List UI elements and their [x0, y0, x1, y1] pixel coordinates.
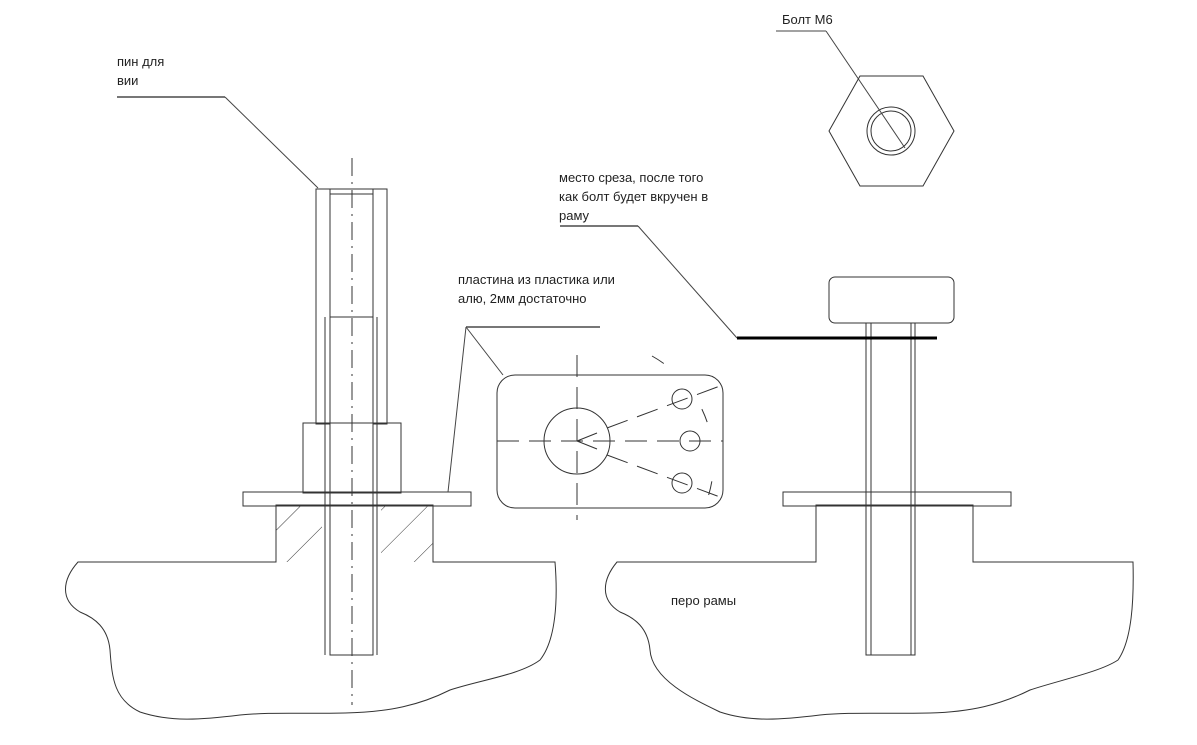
label-cut-line-2: как болт будет вкручен в	[559, 189, 709, 204]
label-bolt: Болт М6	[782, 12, 833, 27]
bolt-shank	[865, 322, 916, 656]
bolt-head	[828, 276, 955, 324]
label-cut-line-3: раму	[559, 208, 590, 223]
frame-section-right	[604, 504, 1134, 720]
bolt-thread-inner	[870, 110, 912, 152]
left-assembly	[65, 158, 557, 720]
tube-wall-left	[315, 188, 331, 425]
plate-small-hole-3	[671, 472, 693, 494]
label-cut-line-1: место среза, после того	[559, 170, 704, 185]
plate-main-hole	[543, 407, 611, 475]
frame-section-left	[65, 504, 557, 720]
bolt-hex-view	[828, 75, 955, 187]
plate-section-right	[782, 491, 1012, 507]
plate-small-hole-2	[679, 430, 701, 452]
plate-section-left	[242, 491, 472, 507]
label-pin-line-2: вии	[117, 73, 139, 88]
label-plate: пластина из пластика или алю, 2мм достат…	[458, 270, 615, 308]
right-assembly	[604, 276, 1134, 720]
tube-wall-right	[372, 188, 388, 425]
label-pin-line-1: пин для	[117, 54, 165, 69]
plate-small-hole-1	[671, 388, 693, 410]
bolt-thread-outer	[866, 106, 916, 156]
label-plate-line-2: алю, 2мм достаточно	[458, 291, 587, 306]
label-frame: перо рамы	[670, 591, 738, 610]
hex-head	[828, 75, 955, 187]
plate-top-view	[496, 355, 724, 521]
label-plate-line-1: пластина из пластика или	[458, 272, 615, 287]
label-pin: пин для вии	[117, 52, 164, 90]
label-cut-place: место среза, после того как болт будет в…	[559, 168, 708, 225]
